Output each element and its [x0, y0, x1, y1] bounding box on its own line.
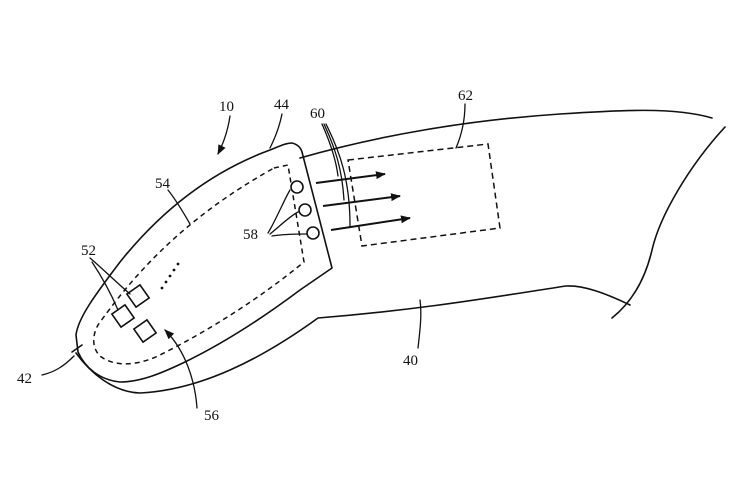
label-target-62: 62: [458, 88, 473, 104]
leader-line-60: [325, 123, 351, 227]
leader-line-60: [321, 123, 339, 177]
sensor-circle: [290, 180, 304, 194]
leader-line-40: [417, 299, 422, 349]
input-component-square: [110, 303, 136, 329]
label-emitters-60: 60: [310, 106, 325, 122]
leader-line-58: [271, 233, 307, 237]
leader-line-58: [267, 189, 291, 234]
target-region-dashed: [347, 143, 501, 247]
label-edge-42: 42: [17, 371, 32, 387]
input-component-square: [132, 318, 158, 344]
emitter-arrow: [322, 193, 401, 207]
leader-line-52: [91, 261, 119, 311]
leader-line-44: [269, 113, 283, 149]
label-boundary-54: 54: [155, 176, 171, 192]
label-finger-40: 40: [403, 353, 418, 369]
sensor-circle: [298, 203, 312, 217]
inner-boundary-dashed: [93, 164, 305, 365]
sensor-circle: [306, 226, 320, 240]
label-inputs-52: 52: [81, 243, 96, 259]
input-component-square: [125, 283, 151, 309]
finger-outline-right: [611, 126, 726, 319]
emitter-arrow: [330, 215, 411, 231]
leader-line-52: [89, 257, 131, 295]
leader-line-58: [269, 211, 299, 235]
label-electronics-56: 56: [204, 408, 220, 424]
finger-outline-bottom: [75, 285, 631, 394]
label-sensors-58: 58: [243, 227, 258, 243]
label-housing-44: 44: [274, 97, 290, 113]
leader-line-60: [323, 123, 345, 201]
label-device-10: 10: [219, 99, 234, 115]
leader-line-62: [455, 103, 466, 149]
leader-line-10: [217, 115, 231, 155]
device-housing: [75, 142, 333, 383]
finger-outline-top: [299, 109, 713, 159]
leader-line-56: [164, 329, 198, 409]
dotted-trace: [160, 262, 180, 290]
leader-line-54: [167, 189, 191, 225]
leader-line-42: [41, 355, 75, 376]
